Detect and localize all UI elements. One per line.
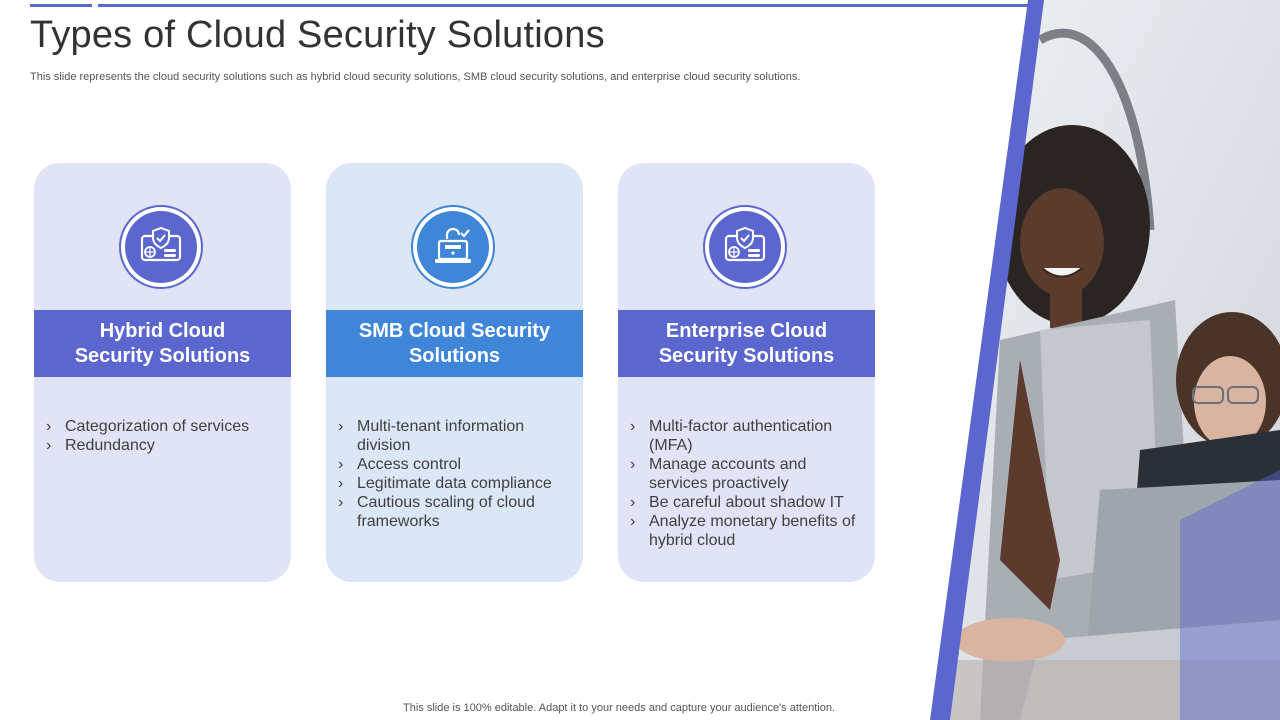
bullet-list: Multi-tenant information division Access… [338, 417, 573, 531]
laptop-lock-icon [417, 211, 489, 283]
list-item: Cautious scaling of cloud frameworks [338, 493, 573, 531]
card-heading-band: SMB Cloud Security Solutions [326, 310, 583, 377]
list-item: Analyze monetary benefits of hybrid clou… [630, 512, 865, 550]
card-hybrid-cloud: Hybrid Cloud Security Solutions Categori… [34, 163, 291, 582]
card-heading-band: Hybrid Cloud Security Solutions [34, 310, 291, 377]
card-heading: SMB Cloud Security Solutions [358, 319, 551, 367]
list-item: Multi-factor authentication (MFA) [630, 417, 865, 455]
top-accent-line-right [98, 4, 1028, 7]
list-item: Be careful about shadow IT [630, 493, 865, 512]
card-enterprise-cloud: Enterprise Cloud Security Solutions Mult… [618, 163, 875, 582]
top-accent-line-left [30, 4, 92, 7]
slide-subtitle: This slide represents the cloud security… [30, 71, 801, 83]
bullet-list: Multi-factor authentication (MFA) Manage… [630, 417, 865, 550]
list-item: Access control [338, 455, 573, 474]
list-item: Categorization of services [46, 417, 281, 436]
card-smb-cloud: SMB Cloud Security Solutions Multi-tenan… [326, 163, 583, 582]
list-item: Redundancy [46, 436, 281, 455]
card-heading-band: Enterprise Cloud Security Solutions [618, 310, 875, 377]
shield-card-icon [709, 211, 781, 283]
icon-ring [411, 205, 495, 289]
icon-ring [703, 205, 787, 289]
slide-footer: This slide is 100% editable. Adapt it to… [403, 702, 835, 714]
bullet-list: Categorization of services Redundancy [46, 417, 281, 455]
card-heading: Enterprise Cloud Security Solutions [658, 319, 835, 367]
icon-ring [119, 205, 203, 289]
list-item: Multi-tenant information division [338, 417, 573, 455]
card-heading: Hybrid Cloud Security Solutions [74, 319, 251, 367]
slide-title: Types of Cloud Security Solutions [30, 14, 605, 56]
list-item: Manage accounts and services proactively [630, 455, 865, 493]
shield-card-icon [125, 211, 197, 283]
list-item: Legitimate data compliance [338, 474, 573, 493]
